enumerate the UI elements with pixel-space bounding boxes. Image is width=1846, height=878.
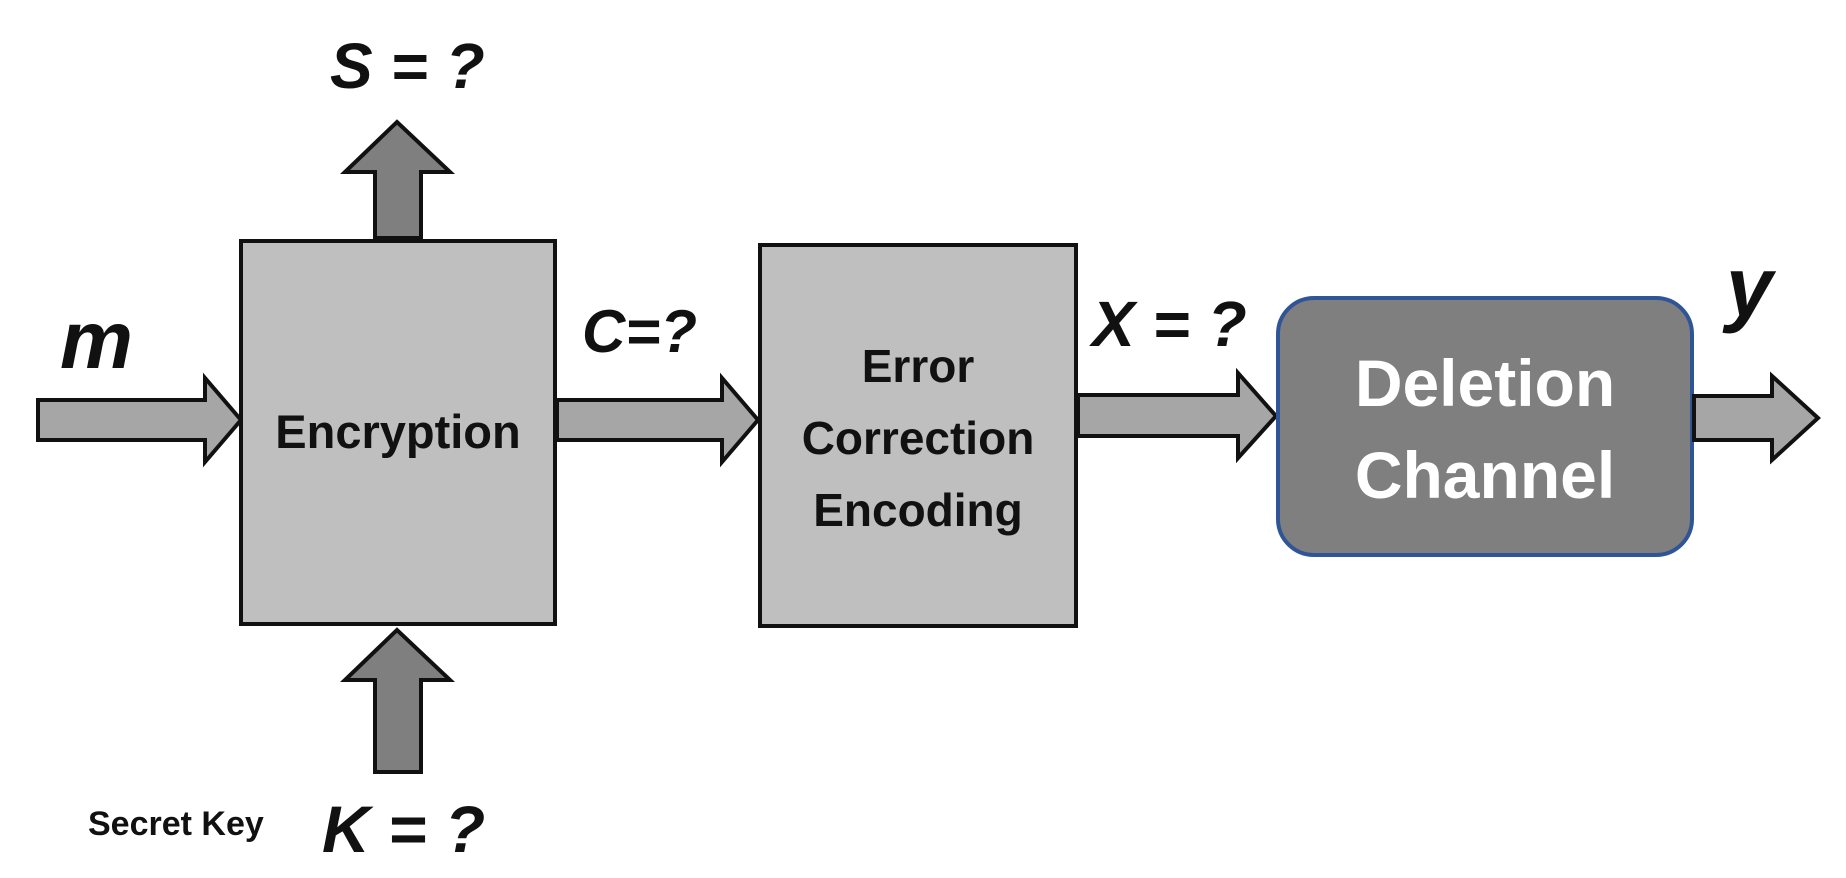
ecc-block: [758, 243, 1078, 628]
label-x: X = ?: [1089, 288, 1247, 360]
ecc-label-line-1: Error: [862, 340, 975, 392]
arrow-channel-to-y: [1692, 371, 1821, 465]
label-secret-key: Secret Key: [88, 805, 264, 843]
encryption-block: [239, 239, 557, 626]
arrow-encryption-to-s: [340, 119, 456, 240]
label-c: C=?: [582, 298, 697, 365]
label-k: K = ?: [322, 792, 485, 866]
arrow-ecc-to-channel: [1076, 367, 1279, 464]
ecc-label-line-2: Correction: [802, 412, 1035, 464]
ecc-label-line-3: Encoding: [813, 484, 1023, 536]
arrow-k-to-encryption: [340, 627, 456, 774]
arrow-m-to-encryption: [36, 372, 244, 468]
label-y: y: [1722, 240, 1777, 334]
label-m: m: [60, 295, 133, 386]
encryption-label: Encryption: [275, 405, 520, 458]
deletion-channel-block: [1276, 296, 1694, 557]
channel-label-line-1: Deletion: [1355, 346, 1615, 420]
channel-label-line-2: Channel: [1355, 438, 1615, 512]
label-s: S = ?: [330, 30, 485, 102]
arrow-encryption-to-ecc: [555, 372, 761, 468]
